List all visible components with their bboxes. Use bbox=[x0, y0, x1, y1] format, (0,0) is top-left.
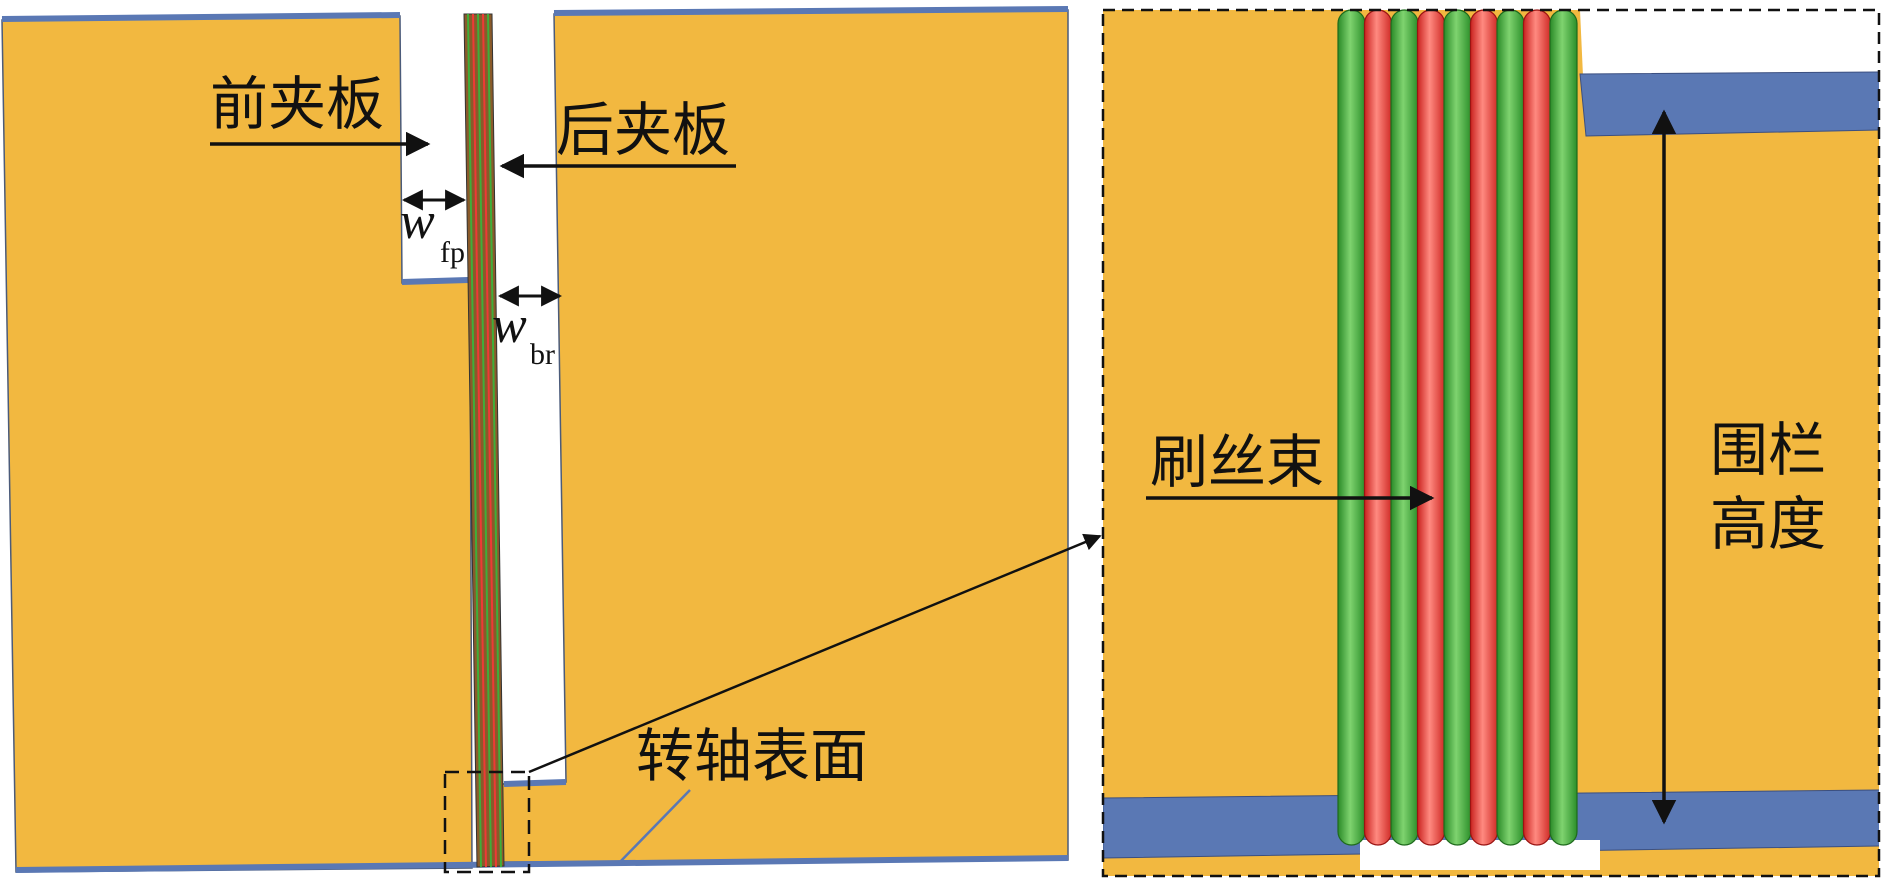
zoom-back-plate-edge bbox=[1579, 71, 1879, 137]
bristle-green-5 bbox=[1443, 9, 1472, 846]
w-fp-symbol: w bbox=[400, 193, 435, 250]
bristle-pack-label: 刷丝束 bbox=[1150, 428, 1324, 496]
rotor-surface-leader bbox=[617, 789, 691, 865]
zoom-panel: 刷丝束 围栏 高度 bbox=[1101, 8, 1881, 878]
fence-height-label-line2: 高度 bbox=[1710, 490, 1826, 558]
back-plate-top-edge bbox=[553, 6, 1069, 16]
bristle-green-9 bbox=[1549, 9, 1578, 846]
bristle-green-7 bbox=[1496, 9, 1525, 846]
bristle-red-6 bbox=[1469, 9, 1499, 846]
zoom-bristle-pack bbox=[1337, 9, 1578, 846]
front-plate-label: 前夹板 bbox=[210, 70, 384, 138]
bristle-green-1 bbox=[1337, 9, 1366, 846]
back-plate-step-edge bbox=[503, 779, 567, 787]
bristle-red-8 bbox=[1522, 9, 1552, 846]
w-br-symbol: w bbox=[492, 297, 527, 354]
zoom-step-gap bbox=[1580, 10, 1879, 76]
bristle-red-2 bbox=[1363, 9, 1393, 846]
rotor-surface-label: 转轴表面 bbox=[636, 722, 868, 790]
detail-callout-line bbox=[528, 533, 1102, 774]
overview-bristle-pack bbox=[463, 13, 505, 868]
w-fp-subscript: fp bbox=[440, 236, 465, 269]
rotor-surface-strip bbox=[15, 855, 1069, 873]
bristle-red-4 bbox=[1416, 9, 1446, 846]
front-plate-top-edge bbox=[1, 12, 401, 22]
bristle-green-3 bbox=[1390, 9, 1419, 846]
fence-height-label-line1: 围栏 bbox=[1710, 416, 1826, 484]
front-plate-step-edge bbox=[401, 277, 469, 285]
overview-panel: 前夹板 后夹板 w fp w br 转轴表面 bbox=[1, 6, 1102, 874]
back-plate-label: 后夹板 bbox=[556, 96, 730, 164]
detail-callout-box bbox=[443, 770, 531, 874]
zoom-frame bbox=[1101, 8, 1881, 878]
w-br-subscript: br bbox=[530, 338, 555, 371]
